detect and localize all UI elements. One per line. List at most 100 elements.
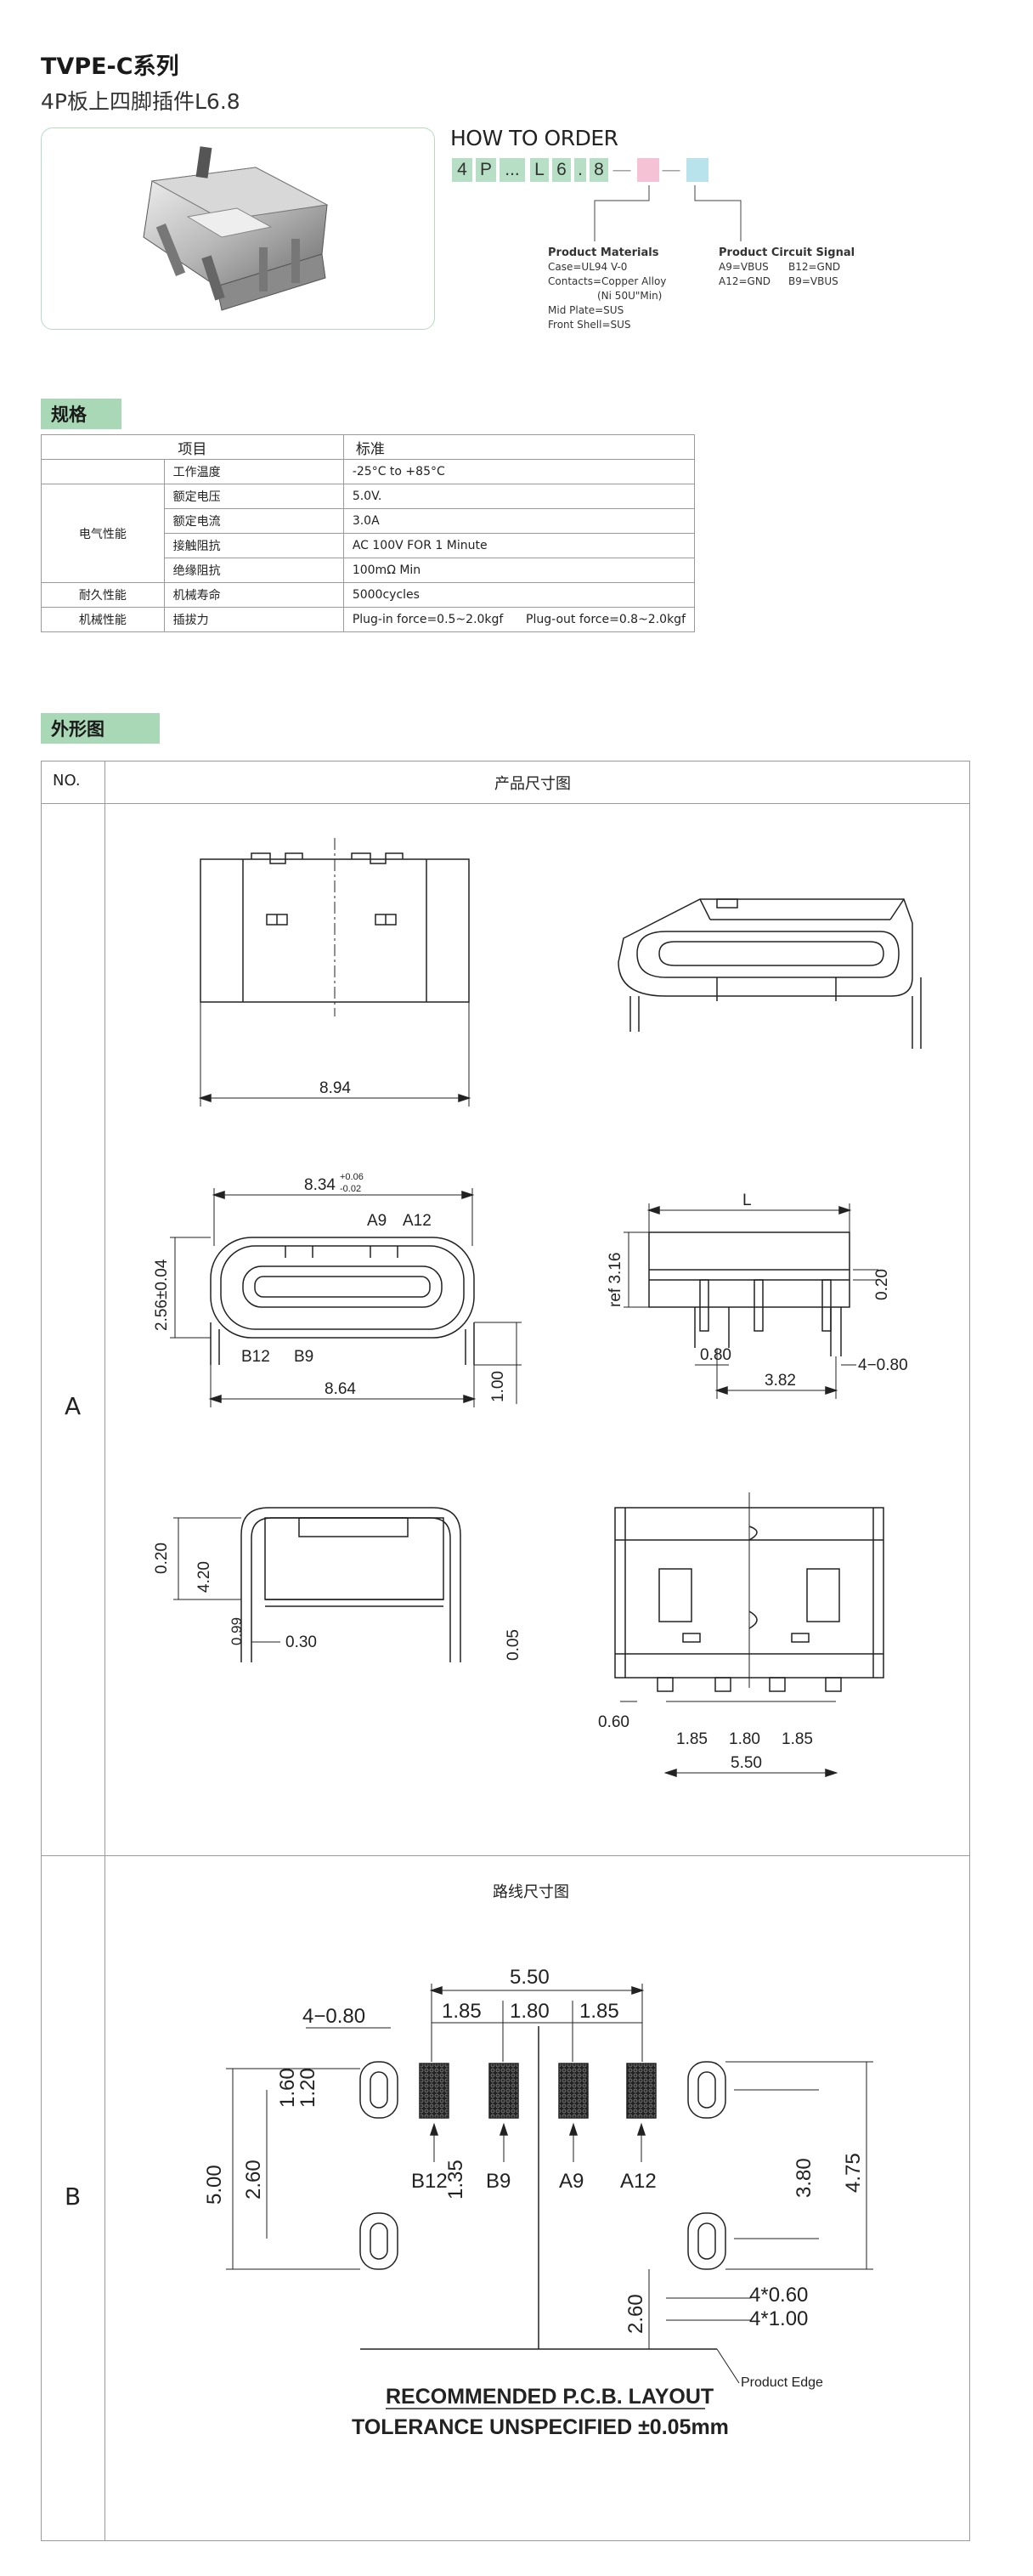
item-cell: 机械寿命 bbox=[163, 582, 344, 608]
dim-382: 3.82 bbox=[765, 1372, 796, 1390]
product-dimension-drawings: 8.94 8.34 +0.06 -0.02 A9 A12 B12 B9 2.56 bbox=[153, 838, 922, 1778]
item-cell: 插拔力 bbox=[163, 607, 344, 632]
value-cell: Plug-in force=0.5~2.0kgf Plug-out force=… bbox=[342, 607, 696, 632]
pcb-dim-475: 4.75 bbox=[842, 2153, 865, 2193]
pin-a12: A12 bbox=[403, 1212, 432, 1230]
dim-b550: 5.50 bbox=[731, 1754, 762, 1772]
pcb-dim-380: 3.80 bbox=[793, 2158, 816, 2198]
table-row: 机械性能 插拔力 Plug-in force=0.5~2.0kgf Plug-o… bbox=[41, 607, 696, 632]
code-ellipsis: ... bbox=[500, 158, 525, 182]
pcb-dim-160: 1.60 bbox=[276, 2068, 299, 2108]
code-digit: 4 bbox=[452, 158, 472, 182]
code-dash: — bbox=[662, 160, 680, 179]
col-item: 项目 bbox=[41, 434, 344, 460]
pcb-dim-120: 1.20 bbox=[296, 2068, 319, 2108]
pcb-pin-b12: B12 bbox=[411, 2170, 448, 2193]
pcb-layout-drawing: 5.50 4−0.80 1.85 1.80 1.85 B12 B9 A9 A12… bbox=[203, 1966, 873, 2439]
pcb-dim-185a: 1.85 bbox=[442, 2000, 482, 2023]
product-photo bbox=[143, 146, 329, 311]
product-edge-label: Product Edge bbox=[741, 2375, 823, 2390]
pcb-pin-b9: B9 bbox=[486, 2170, 511, 2193]
isometric-view bbox=[618, 898, 922, 1049]
material-line: Contacts=Copper Alloy bbox=[548, 275, 667, 287]
dim-4-080: 4−0.80 bbox=[858, 1356, 908, 1374]
page-subtitle: 4P板上四脚插件L6.8 bbox=[41, 89, 240, 114]
item-cell: 接触阻抗 bbox=[163, 533, 344, 558]
top-view: 8.94 bbox=[198, 838, 471, 1107]
row-divider bbox=[41, 803, 970, 804]
pin-a9: A9 bbox=[367, 1212, 387, 1230]
group-cell: 机械性能 bbox=[41, 607, 165, 632]
signal: A12=GND bbox=[719, 275, 771, 287]
value-cell: -25°C to +85°C bbox=[342, 459, 696, 484]
table-row: 耐久性能 机械寿命 5000cycles bbox=[41, 582, 696, 608]
spec-tag: 规格 bbox=[41, 399, 121, 429]
code-letter: L bbox=[530, 158, 549, 182]
order-leader-lines bbox=[594, 185, 742, 241]
column-divider bbox=[104, 761, 105, 2541]
side-profile-view: 0.20 4.20 0.99 0.30 0.05 bbox=[153, 1507, 522, 1662]
dim-b185b: 1.85 bbox=[782, 1730, 813, 1748]
group-cell bbox=[41, 459, 165, 484]
value-cell: 5000cycles bbox=[342, 582, 696, 608]
dim-s099: 0.99 bbox=[229, 1617, 245, 1645]
material-line: (Ni 50U"Min) bbox=[597, 290, 663, 302]
materials-title: Product Materials bbox=[548, 246, 659, 259]
pcb-dim-135: 1.35 bbox=[444, 2160, 467, 2200]
dim-b185a: 1.85 bbox=[676, 1730, 708, 1748]
side-view: L ref 3.16 0.20 0.80 4−0.80 3.82 bbox=[607, 1192, 908, 1399]
pcb-dim-260a: 2.60 bbox=[242, 2160, 265, 2200]
value-cell: 3.0A bbox=[342, 508, 696, 534]
code-digit: 8 bbox=[590, 158, 608, 182]
table-header-row: 项目 标准 bbox=[41, 434, 696, 460]
pcb-dim-500: 5.00 bbox=[203, 2165, 226, 2205]
pcb-dim-4060: 4*0.60 bbox=[749, 2284, 808, 2307]
table-row: 绝缘阻抗 100mΩ Min bbox=[42, 558, 696, 583]
tol-up: +0.06 bbox=[340, 1172, 364, 1182]
material-slot bbox=[637, 158, 659, 182]
outline-drawing-frame bbox=[41, 761, 970, 2541]
material-line: Front Shell=SUS bbox=[548, 319, 631, 331]
dim-s420: 4.20 bbox=[195, 1561, 213, 1593]
material-line: Mid Plate=SUS bbox=[548, 304, 624, 316]
dim-020: 0.20 bbox=[873, 1269, 891, 1300]
col-no: NO. bbox=[53, 772, 81, 790]
pin-b9: B9 bbox=[294, 1348, 313, 1366]
code-dot: . bbox=[574, 158, 586, 182]
row-label-a: A bbox=[65, 1392, 82, 1420]
outline-tag: 外形图 bbox=[41, 713, 160, 744]
dim-length: L bbox=[742, 1192, 752, 1209]
dim-864: 8.64 bbox=[325, 1380, 356, 1398]
product-photo-frame bbox=[41, 127, 435, 330]
item-cell: 额定电压 bbox=[163, 484, 344, 509]
material-line: Case=UL94 V-0 bbox=[548, 261, 628, 273]
value-cell: 5.0V. bbox=[342, 484, 696, 509]
code-dash: — bbox=[612, 160, 631, 179]
dim-080: 0.80 bbox=[700, 1346, 731, 1364]
row-divider bbox=[41, 1855, 970, 1856]
dim-834: 8.34 bbox=[304, 1176, 336, 1194]
dim-100: 1.00 bbox=[489, 1371, 507, 1402]
how-to-order-heading: HOW TO ORDER bbox=[450, 126, 618, 150]
materials-block: Product Materials Case=UL94 V-0 Contacts… bbox=[548, 246, 666, 332]
dim-s020: 0.20 bbox=[153, 1543, 171, 1574]
pcb-dim-260b: 2.60 bbox=[624, 2294, 647, 2334]
front-view: 8.34 +0.06 -0.02 A9 A12 B12 B9 2.56±0.04… bbox=[153, 1172, 522, 1407]
pcb-pin-a9: A9 bbox=[559, 2170, 584, 2193]
col-drawing: 产品尺寸图 bbox=[494, 775, 571, 793]
table-row: 额定电流 3.0A bbox=[42, 508, 696, 534]
signal: A9=VBUS bbox=[719, 261, 769, 273]
pcb-dim-180: 1.80 bbox=[510, 2000, 550, 2023]
tolerance-label: TOLERANCE UNSPECIFIED ±0.05mm bbox=[352, 2415, 729, 2439]
table-row: 工作温度 -25°C to +85°C bbox=[41, 459, 696, 484]
pin-b12: B12 bbox=[241, 1348, 270, 1366]
signal: B12=GND bbox=[788, 261, 841, 273]
table-row: 电气性能 额定电压 5.0V. bbox=[41, 484, 696, 583]
group-cell: 电气性能 bbox=[41, 484, 165, 583]
dim-256: 2.56±0.04 bbox=[153, 1259, 171, 1331]
col-standard: 标准 bbox=[342, 434, 696, 460]
tol-down: -0.02 bbox=[340, 1184, 361, 1194]
group-cell: 耐久性能 bbox=[41, 582, 165, 608]
value-cell: 100mΩ Min bbox=[342, 558, 696, 583]
